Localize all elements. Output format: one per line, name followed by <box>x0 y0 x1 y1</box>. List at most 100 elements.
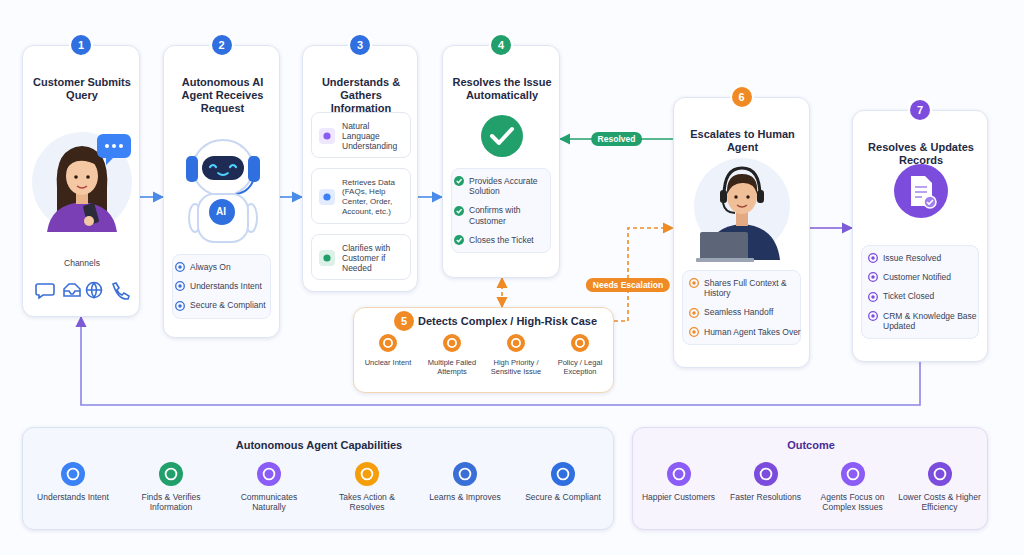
icon <box>158 461 184 487</box>
connector <box>614 228 673 321</box>
icon <box>753 461 779 487</box>
card-title: Customer Submits Query <box>29 76 135 102</box>
step-card: Resolves the Issue AutomaticallyProvides… <box>442 45 560 278</box>
item-text: Seamless Handoff <box>704 307 802 317</box>
icon <box>666 461 692 487</box>
card-title: Autonomous Agent Capabilities <box>23 439 615 452</box>
ai-robot-illustration <box>178 128 268 248</box>
step-card: Understands & Gathers InformationNatural… <box>302 45 418 292</box>
icon <box>174 300 186 312</box>
icon <box>867 291 879 303</box>
sub-step-box: Natural Language Understanding <box>311 112 411 158</box>
item-text: Confirms with Customer <box>469 205 553 225</box>
connector <box>280 196 302 198</box>
card-title: Resolves & Updates Records <box>859 141 983 167</box>
item-text: Agents Focus on Complex Issues <box>811 492 894 512</box>
icon <box>506 333 526 353</box>
item-text: Provides Accurate Solution <box>469 176 553 196</box>
records-icon <box>893 163 949 219</box>
step-card: Customer Submits QueryChannels <box>22 45 140 317</box>
card-title: Clarifies with Customer if Needed <box>342 243 408 274</box>
step-number: 5 <box>394 311 414 331</box>
item-text: Learns & Improves <box>419 492 511 502</box>
item-text: Understands Intent <box>190 281 274 291</box>
step-number: 3 <box>350 35 370 55</box>
item-text: Shares Full Context & History <box>704 278 802 298</box>
item-text: Happier Customers <box>637 492 720 502</box>
step-number: 4 <box>491 35 511 55</box>
item-text: Closes the Ticket <box>469 235 553 245</box>
item-text: CRM & Knowledge Base Updated <box>883 311 979 331</box>
card-title: Retrieves Data (FAQs, Help Center, Order… <box>342 178 408 216</box>
card-title: Natural Language Understanding <box>342 121 408 152</box>
connector <box>140 196 163 198</box>
item-text: Always On <box>190 262 274 272</box>
item-text: Secure & Compliant <box>517 492 609 502</box>
icon <box>453 205 465 217</box>
item-text: Policy / Legal Exception <box>550 358 610 376</box>
icon <box>840 461 866 487</box>
icon <box>174 261 186 273</box>
item-text: Multiple Failed Attempts <box>422 358 482 376</box>
icon <box>688 277 700 289</box>
sub-step-box: Retrieves Data (FAQs, Help Center, Order… <box>311 168 411 224</box>
step-card: Detects Complex / High-Risk CaseUnclear … <box>353 307 614 393</box>
icon <box>378 333 398 353</box>
icon <box>867 310 879 322</box>
customer-illustration <box>27 126 137 236</box>
card-title: Outcome <box>633 439 989 452</box>
item-text: Issue Resolved <box>883 253 979 263</box>
icon <box>688 307 700 319</box>
summary-panel: Autonomous Agent CapabilitiesUnderstands… <box>22 427 614 530</box>
card-title: Resolves the Issue Automatically <box>449 76 555 102</box>
edge-label: Resolved <box>591 132 643 146</box>
card-title: Understands & Gathers Information <box>309 76 413 116</box>
connector <box>501 278 503 307</box>
icon <box>60 461 86 487</box>
icon <box>354 461 380 487</box>
step-number: 1 <box>71 35 91 55</box>
edge-label: Needs Escalation <box>586 278 670 292</box>
step-number: 6 <box>732 87 752 107</box>
human-agent-illustration <box>692 152 792 262</box>
item-text: Human Agent Takes Over <box>704 327 802 337</box>
sub-step-box: Clarifies with Customer if Needed <box>311 234 411 280</box>
icon <box>453 175 465 187</box>
icon <box>256 461 282 487</box>
item-text: Customer Notified <box>883 272 979 282</box>
icon <box>174 280 186 292</box>
icon <box>867 252 879 264</box>
icon <box>318 249 336 267</box>
success-check <box>480 114 524 158</box>
card-title: Autonomous AI Agent Receives Request <box>170 76 275 116</box>
card-title: Detects Complex / High-Risk Case <box>418 315 610 328</box>
item-text: Channels <box>29 258 135 268</box>
step-number: 2 <box>212 35 232 55</box>
icon <box>550 461 576 487</box>
icon <box>867 271 879 283</box>
item-text: Takes Action & Resolves <box>321 492 413 512</box>
step-card: Autonomous AI Agent Receives RequestAlwa… <box>163 45 280 338</box>
item-text: Finds & Verifies Information <box>125 492 217 512</box>
item-text: Communicates Naturally <box>223 492 315 512</box>
icon <box>688 326 700 338</box>
icon <box>452 461 478 487</box>
step-card: Resolves & Updates RecordsIssue Resolved… <box>852 110 988 362</box>
item-text: Unclear Intent <box>358 358 418 367</box>
icon <box>927 461 953 487</box>
connector <box>810 227 852 229</box>
item-text: High Priority / Sensitive Issue <box>486 358 546 376</box>
icon <box>318 127 336 145</box>
icon <box>442 333 462 353</box>
item-text: Faster Resolutions <box>724 492 807 502</box>
icon <box>570 333 590 353</box>
step-number: 7 <box>910 100 930 120</box>
item-text: Lower Costs & Higher Efficiency <box>898 492 981 512</box>
channel-icons <box>33 280 131 300</box>
summary-panel: OutcomeHappier Customers Faster Resolutio… <box>632 427 988 530</box>
item-text: Secure & Compliant <box>190 300 274 310</box>
icon <box>318 188 336 206</box>
item-text: Ticket Closed <box>883 291 979 301</box>
icon <box>453 234 465 246</box>
